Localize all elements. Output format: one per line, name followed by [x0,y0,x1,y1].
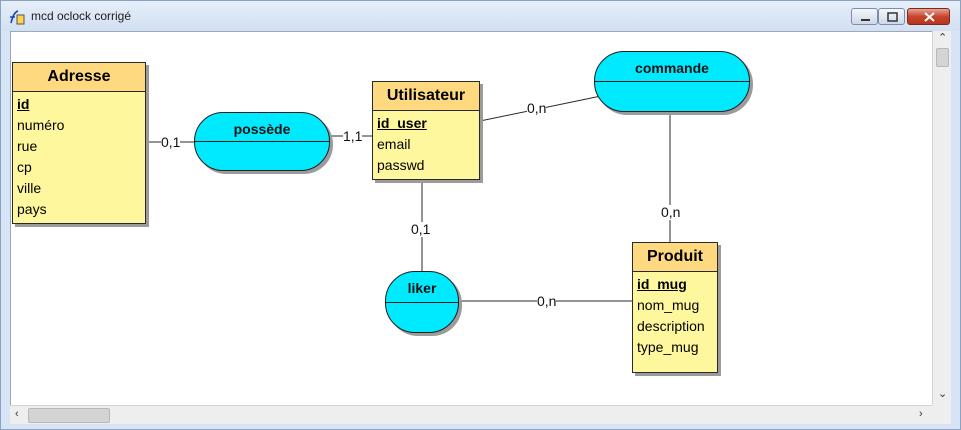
maximize-icon [887,12,898,22]
attribute-primary-key: id_mug [637,276,687,292]
entity-name: Utilisateur [373,82,479,111]
entity-adresse[interactable]: Adresse id numéro rue cp ville pays [12,62,146,224]
title-bar: mcd oclock corrigé [1,1,960,31]
close-button[interactable] [907,8,950,25]
scroll-down-icon[interactable]: ⌄ [938,388,948,400]
association-possede[interactable]: possède [194,112,330,171]
minimize-icon [861,19,870,21]
cardinality-produit-commande: 0,n [661,204,681,220]
attribute: passwd [377,157,425,173]
entity-name: Adresse [13,63,145,92]
entity-name: Produit [633,243,717,272]
association-name: liker [386,272,458,303]
horizontal-scrollbar[interactable]: ‹ › [10,405,932,424]
close-icon [924,12,935,22]
entity-produit[interactable]: Produit id_mug nom_mug description type_… [632,242,718,373]
diagram-canvas[interactable]: Adresse id numéro rue cp ville pays Util… [10,31,933,406]
attribute: description [637,318,705,334]
association-name: commande [595,52,749,82]
attribute-primary-key: id [17,96,30,112]
association-name: possède [195,113,329,142]
scrollbar-corner [932,405,951,424]
scroll-left-icon[interactable]: ‹ [15,408,19,420]
window-title: mcd oclock corrigé [31,9,132,23]
diagram-app-icon [9,9,25,25]
cardinality-utilisateur-possede: 1,1 [343,128,363,144]
scroll-right-icon[interactable]: › [919,408,923,420]
entity-utilisateur[interactable]: Utilisateur id_user email passwd [372,81,480,180]
attribute: numéro [17,117,65,133]
attribute: pays [17,201,47,217]
scroll-up-icon[interactable]: ⌃ [938,32,948,44]
cardinality-utilisateur-liker: 0,1 [411,221,431,237]
cardinality-adresse-possede: 0,1 [161,134,181,150]
association-commande[interactable]: commande [594,51,750,112]
vertical-scroll-thumb[interactable] [936,48,949,67]
minimize-button[interactable] [851,8,878,25]
attribute-primary-key: id_user [377,115,427,131]
attribute: nom_mug [637,297,700,313]
attribute: ville [17,180,42,196]
attribute: email [377,136,411,152]
cardinality-utilisateur-commande: 0,n [527,100,547,116]
attribute: type_mug [637,339,699,355]
horizontal-scroll-thumb[interactable] [28,408,110,423]
vertical-scrollbar[interactable]: ⌃ ⌄ [932,31,951,405]
association-liker[interactable]: liker [385,271,459,333]
cardinality-produit-liker: 0,n [537,293,557,309]
attribute: cp [17,159,32,175]
attribute: rue [17,138,38,154]
maximize-button[interactable] [878,8,905,25]
